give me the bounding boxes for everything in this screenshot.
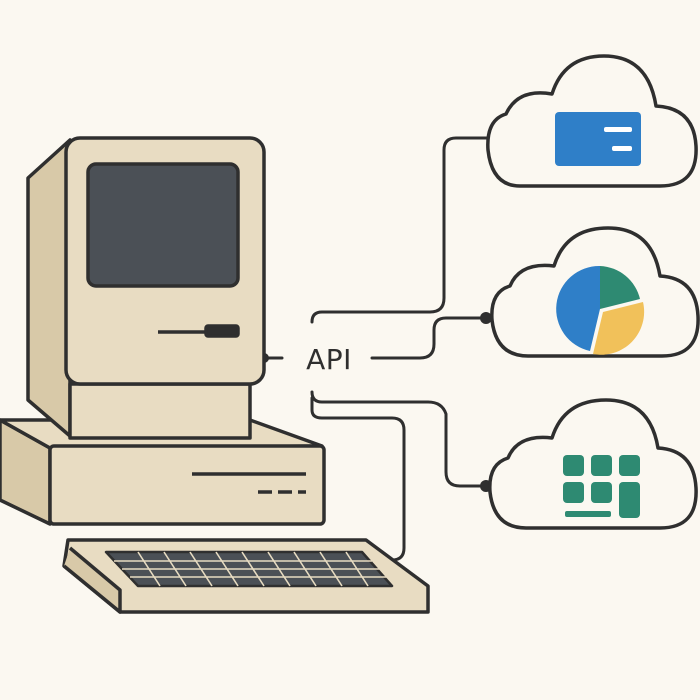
keyboard-front [62,546,122,614]
connector-api-to-cloud-middle [370,316,488,360]
retro-computer-icon [0,136,326,526]
cloud-service-middle [490,226,700,358]
pie-chart-icon [556,265,645,355]
connection-lines [260,136,494,562]
connector-dot-cloud-middle [480,312,492,324]
floppy-button [204,324,240,338]
key-grid [114,551,388,587]
desktop-base-front [48,444,326,526]
grid-apps-icon [563,455,640,518]
card-window-icon [555,112,641,166]
connector-api-to-keyboard [310,396,406,562]
api-hub-label: API [306,343,352,376]
connector-api-to-cloud-bottom [310,390,488,488]
connector-api-to-cloud-top [310,136,494,324]
monitor-screen [86,162,240,288]
monitor-side [26,138,72,438]
cloud-service-top [486,54,698,188]
monitor-stand [68,382,252,440]
keyboard-icon [62,538,430,614]
cloud-service-bottom [488,398,698,530]
